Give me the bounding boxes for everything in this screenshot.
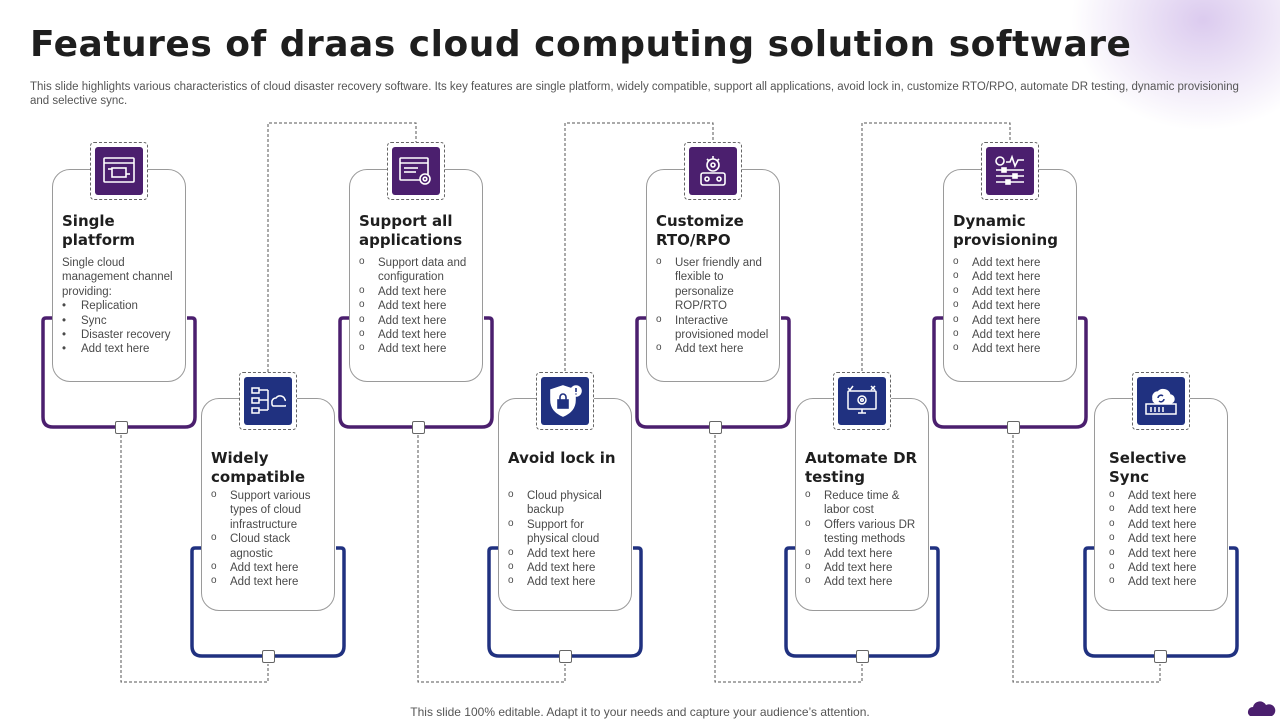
icon-frame — [387, 142, 445, 200]
connector-node — [856, 650, 869, 663]
list-item: Add text here — [953, 327, 1073, 342]
connector-bottom-1 — [120, 435, 269, 683]
connector-top-1 — [267, 122, 417, 382]
corner-glow — [1060, 0, 1280, 140]
card-title: Automate DR testing — [805, 449, 918, 486]
connector-node — [1007, 421, 1020, 434]
connector-bottom-4 — [1012, 435, 1161, 683]
feature-card-selective-sync: Selective Sync Add text here Add text he… — [1094, 398, 1228, 611]
list-item: Support data and configuration — [359, 255, 479, 285]
list-item: Add text here — [805, 560, 925, 575]
feature-card-single-platform: Single platform Single cloud management … — [52, 169, 186, 382]
list-item: Add text here — [953, 313, 1073, 328]
connector-node — [262, 650, 275, 663]
card-title: Selective Sync — [1109, 449, 1187, 486]
card-title: Dynamic provisioning — [953, 212, 1058, 249]
list-item: Add text here — [508, 560, 628, 575]
feature-card-customize-rto-rpo: Customize RTO/RPO User friendly and flex… — [646, 169, 780, 382]
list-item: Add text here — [1109, 560, 1224, 575]
connector-node — [412, 421, 425, 434]
list-item: Add text here — [805, 574, 925, 589]
page-subtitle: This slide highlights various characteri… — [30, 81, 1239, 107]
cloud-logo-icon — [1248, 701, 1276, 716]
list-item: Add text here — [1109, 546, 1224, 561]
app-settings-icon — [392, 147, 440, 195]
list-item: Add text here — [359, 313, 479, 328]
list-item: Add text here — [1109, 488, 1224, 503]
card-title: Avoid lock in — [508, 449, 616, 467]
list-item: Add text here — [1109, 574, 1224, 589]
connector-bottom-3 — [714, 435, 863, 683]
connector-node — [559, 650, 572, 663]
platform-icon — [95, 147, 143, 195]
list-item: Add text here — [211, 574, 331, 589]
network-cloud-icon — [244, 377, 292, 425]
list-item: Cloud physical backup — [508, 488, 628, 518]
feature-card-dynamic-provisioning: Dynamic provisioning Add text here Add t… — [943, 169, 1077, 382]
card-title: Customize RTO/RPO — [656, 212, 744, 249]
list-item: Add text here — [359, 298, 479, 313]
icon-frame — [1132, 372, 1190, 430]
list-item: Add text here — [1109, 502, 1224, 517]
list-item: Add text here — [508, 546, 628, 561]
list-item: Add text here — [953, 341, 1073, 356]
list-item: Sync — [62, 314, 182, 329]
page-title: Features of draas cloud computing soluti… — [30, 24, 1132, 65]
feature-card-avoid-lock-in: Avoid lock in Cloud physical backup Supp… — [498, 398, 632, 611]
connector-top-2 — [564, 122, 714, 371]
list-item: Add text here — [359, 327, 479, 342]
list-item: Support for physical cloud — [508, 517, 628, 547]
list-item: Cloud stack agnostic — [211, 531, 331, 561]
list-item: Add text here — [805, 546, 925, 561]
list-item: Add text here — [508, 574, 628, 589]
list-item: Add text here — [1109, 517, 1224, 532]
list-item: Add text here — [656, 341, 776, 356]
shield-lock-icon — [541, 377, 589, 425]
list-item: Replication — [62, 299, 182, 314]
icon-frame — [536, 372, 594, 430]
monitor-gear-icon — [838, 377, 886, 425]
list-item: Interactive provisioned model — [656, 313, 776, 343]
list-item: Offers various DR testing methods — [805, 517, 925, 547]
icon-frame — [833, 372, 891, 430]
card-intro: Single cloud management channel providin… — [62, 257, 173, 298]
list-item: Add text here — [953, 298, 1073, 313]
list-item: Add text here — [1109, 531, 1224, 546]
list-item: Reduce time & labor cost — [805, 488, 925, 518]
list-item: Add text here — [953, 255, 1073, 270]
list-item: User friendly and flexible to personaliz… — [656, 255, 776, 314]
icon-frame — [239, 372, 297, 430]
list-item: Add text here — [359, 341, 479, 356]
footer-note: This slide 100% editable. Adapt it to yo… — [410, 705, 870, 719]
list-item: Add text here — [62, 342, 182, 357]
card-title: Support all applications — [359, 212, 463, 249]
list-item: Support various types of cloud infrastru… — [211, 488, 331, 532]
icon-frame — [90, 142, 148, 200]
connector-node — [115, 421, 128, 434]
sliders-dollar-icon — [986, 147, 1034, 195]
card-title: Single platform — [62, 212, 136, 249]
card-title: Widely compatible — [211, 449, 306, 486]
connector-bottom-2 — [417, 435, 566, 683]
feature-card-support-all-applications: Support all applications Support data an… — [349, 169, 483, 382]
icon-frame — [684, 142, 742, 200]
list-item: Add text here — [211, 560, 331, 575]
list-item: Add text here — [953, 269, 1073, 284]
list-item: Add text here — [953, 284, 1073, 299]
connector-top-3 — [861, 122, 1011, 371]
list-item: Disaster recovery — [62, 328, 182, 343]
feature-card-automate-dr-testing: Automate DR testing Reduce time & labor … — [795, 398, 929, 611]
connector-node — [1154, 650, 1167, 663]
connector-node — [709, 421, 722, 434]
customize-gear-icon — [689, 147, 737, 195]
icon-frame — [981, 142, 1039, 200]
cloud-sync-icon — [1137, 377, 1185, 425]
list-item: Add text here — [359, 284, 479, 299]
feature-card-widely-compatible: Widely compatible Support various types … — [201, 398, 335, 611]
